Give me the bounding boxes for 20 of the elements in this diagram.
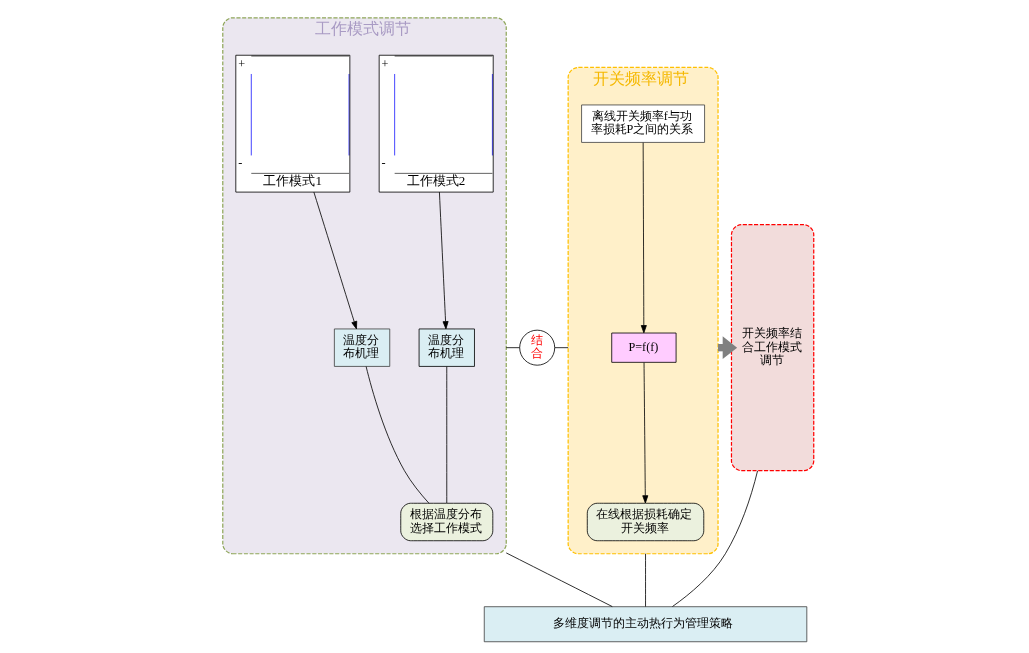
connector [671, 470, 758, 607]
connector [644, 553, 646, 607]
node-circle: 结合 [518, 329, 555, 366]
node-box: 离线开关频率f与功率损耗P之间的关系 [580, 104, 705, 143]
connector [445, 366, 447, 504]
node-box: 温度分布机理 [333, 328, 390, 367]
arrow [312, 191, 357, 330]
connector [505, 552, 613, 607]
connector [505, 347, 520, 349]
node-box: 温度分布机理 [418, 328, 475, 367]
connector [365, 366, 429, 504]
node-box: 开关频率结合工作模式调节 [730, 224, 814, 472]
arrow [640, 142, 647, 334]
arrow [438, 191, 449, 330]
node-box: P=f(f) [610, 332, 676, 363]
arrow [641, 362, 648, 504]
node-box: 在线根据损耗确定开关频率 [586, 502, 704, 542]
node-box: 根据温度分布选择工作模式 [399, 502, 493, 542]
node-box: 多维度调节的主动热行为管理策略 [483, 606, 807, 643]
connector [554, 347, 569, 349]
